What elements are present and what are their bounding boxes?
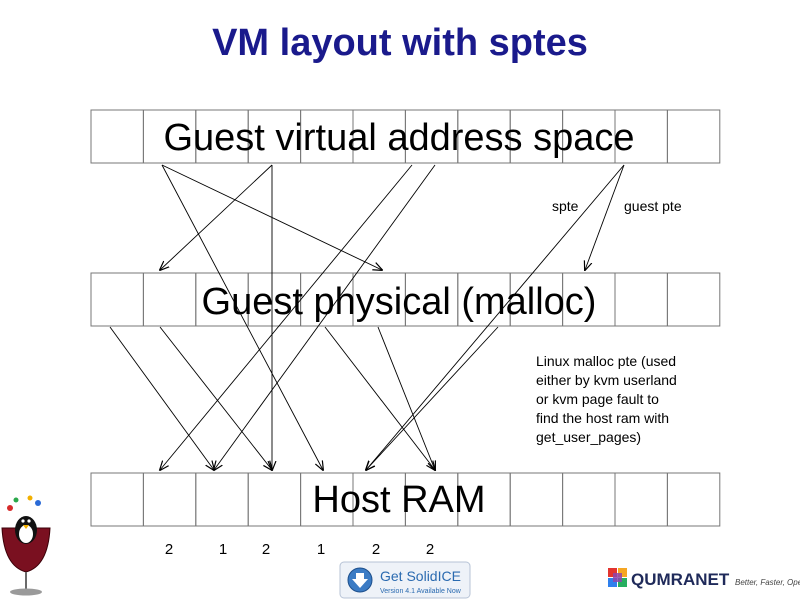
arrow-p4 <box>377 326 435 470</box>
virtual-to-physical-arrows <box>160 164 625 270</box>
qumranet-mark-icon <box>608 568 627 587</box>
arrow-p2 <box>159 326 272 470</box>
count-label: 2 <box>165 541 173 558</box>
penguin-wine-icon <box>1 495 51 596</box>
count-label: 1 <box>317 541 325 558</box>
guest-virtual-row: Guest virtual address space <box>90 109 721 164</box>
malloc-note-line: find the host ram with <box>536 410 669 426</box>
mapping-counts: 2 1 2 1 2 2 <box>165 541 434 558</box>
malloc-note-line: get_user_pages) <box>536 429 641 445</box>
qumranet-logo: QUMRANET Better, Faster, Open <box>608 568 800 589</box>
banner-line2: Version 4.1 Available Now <box>380 588 462 595</box>
virtual-to-host-arrows <box>160 164 625 470</box>
malloc-note-line: Linux malloc pte (used <box>536 353 676 369</box>
guest-physical-cell <box>666 272 721 327</box>
host-ram-label: Host RAM <box>312 479 485 521</box>
arrow-s4 <box>214 164 436 470</box>
brand-name: QUMRANET <box>631 570 730 589</box>
arrow-p3 <box>324 326 435 470</box>
arrow-v3 <box>585 164 625 270</box>
guest-physical-cell <box>614 272 668 327</box>
host-ram-cell <box>509 472 564 527</box>
guest-pte-label: guest pte <box>624 198 682 214</box>
spte-label: spte <box>552 198 579 214</box>
arrow-s5 <box>366 164 625 470</box>
guest-virtual-cell <box>90 109 144 164</box>
physical-to-host-arrows <box>109 326 499 470</box>
slide-title: VM layout with sptes <box>212 22 588 64</box>
banner-line1: Get SolidICE <box>380 568 461 584</box>
arrow-p5 <box>366 326 499 470</box>
guest-physical-label: Guest physical (malloc) <box>202 281 597 323</box>
host-ram-cell <box>562 472 616 527</box>
guest-physical-cell <box>90 272 144 327</box>
malloc-note-line: or kvm page fault to <box>536 391 659 407</box>
brand-tagline: Better, Faster, Open <box>735 578 800 587</box>
guest-virtual-cell <box>666 109 721 164</box>
arrow-p1 <box>109 326 214 470</box>
host-ram-cell <box>666 472 721 527</box>
arrow-s3 <box>160 164 413 470</box>
host-ram-row: Host RAM <box>90 472 721 527</box>
guest-physical-row: Guest physical (malloc) <box>90 272 721 327</box>
host-ram-cell <box>195 472 249 527</box>
malloc-note-line: either by kvm userland <box>536 372 677 388</box>
host-ram-cells <box>90 472 721 527</box>
guest-virtual-cells <box>90 109 721 164</box>
arrow-v2 <box>160 164 273 270</box>
count-label: 2 <box>262 541 270 558</box>
arrow-s1 <box>161 164 323 470</box>
solidice-banner[interactable]: Get SolidICE Version 4.1 Available Now <box>339 561 471 599</box>
count-label: 2 <box>426 541 434 558</box>
malloc-note: Linux malloc pte (used either by kvm use… <box>536 353 677 445</box>
guest-physical-cell <box>142 272 197 327</box>
host-ram-cell <box>90 472 144 527</box>
host-ram-cell <box>247 472 302 527</box>
host-ram-cell <box>142 472 197 527</box>
count-label: 1 <box>219 541 227 558</box>
count-label: 2 <box>372 541 380 558</box>
guest-virtual-label: Guest virtual address space <box>163 117 634 159</box>
host-ram-cell <box>614 472 668 527</box>
